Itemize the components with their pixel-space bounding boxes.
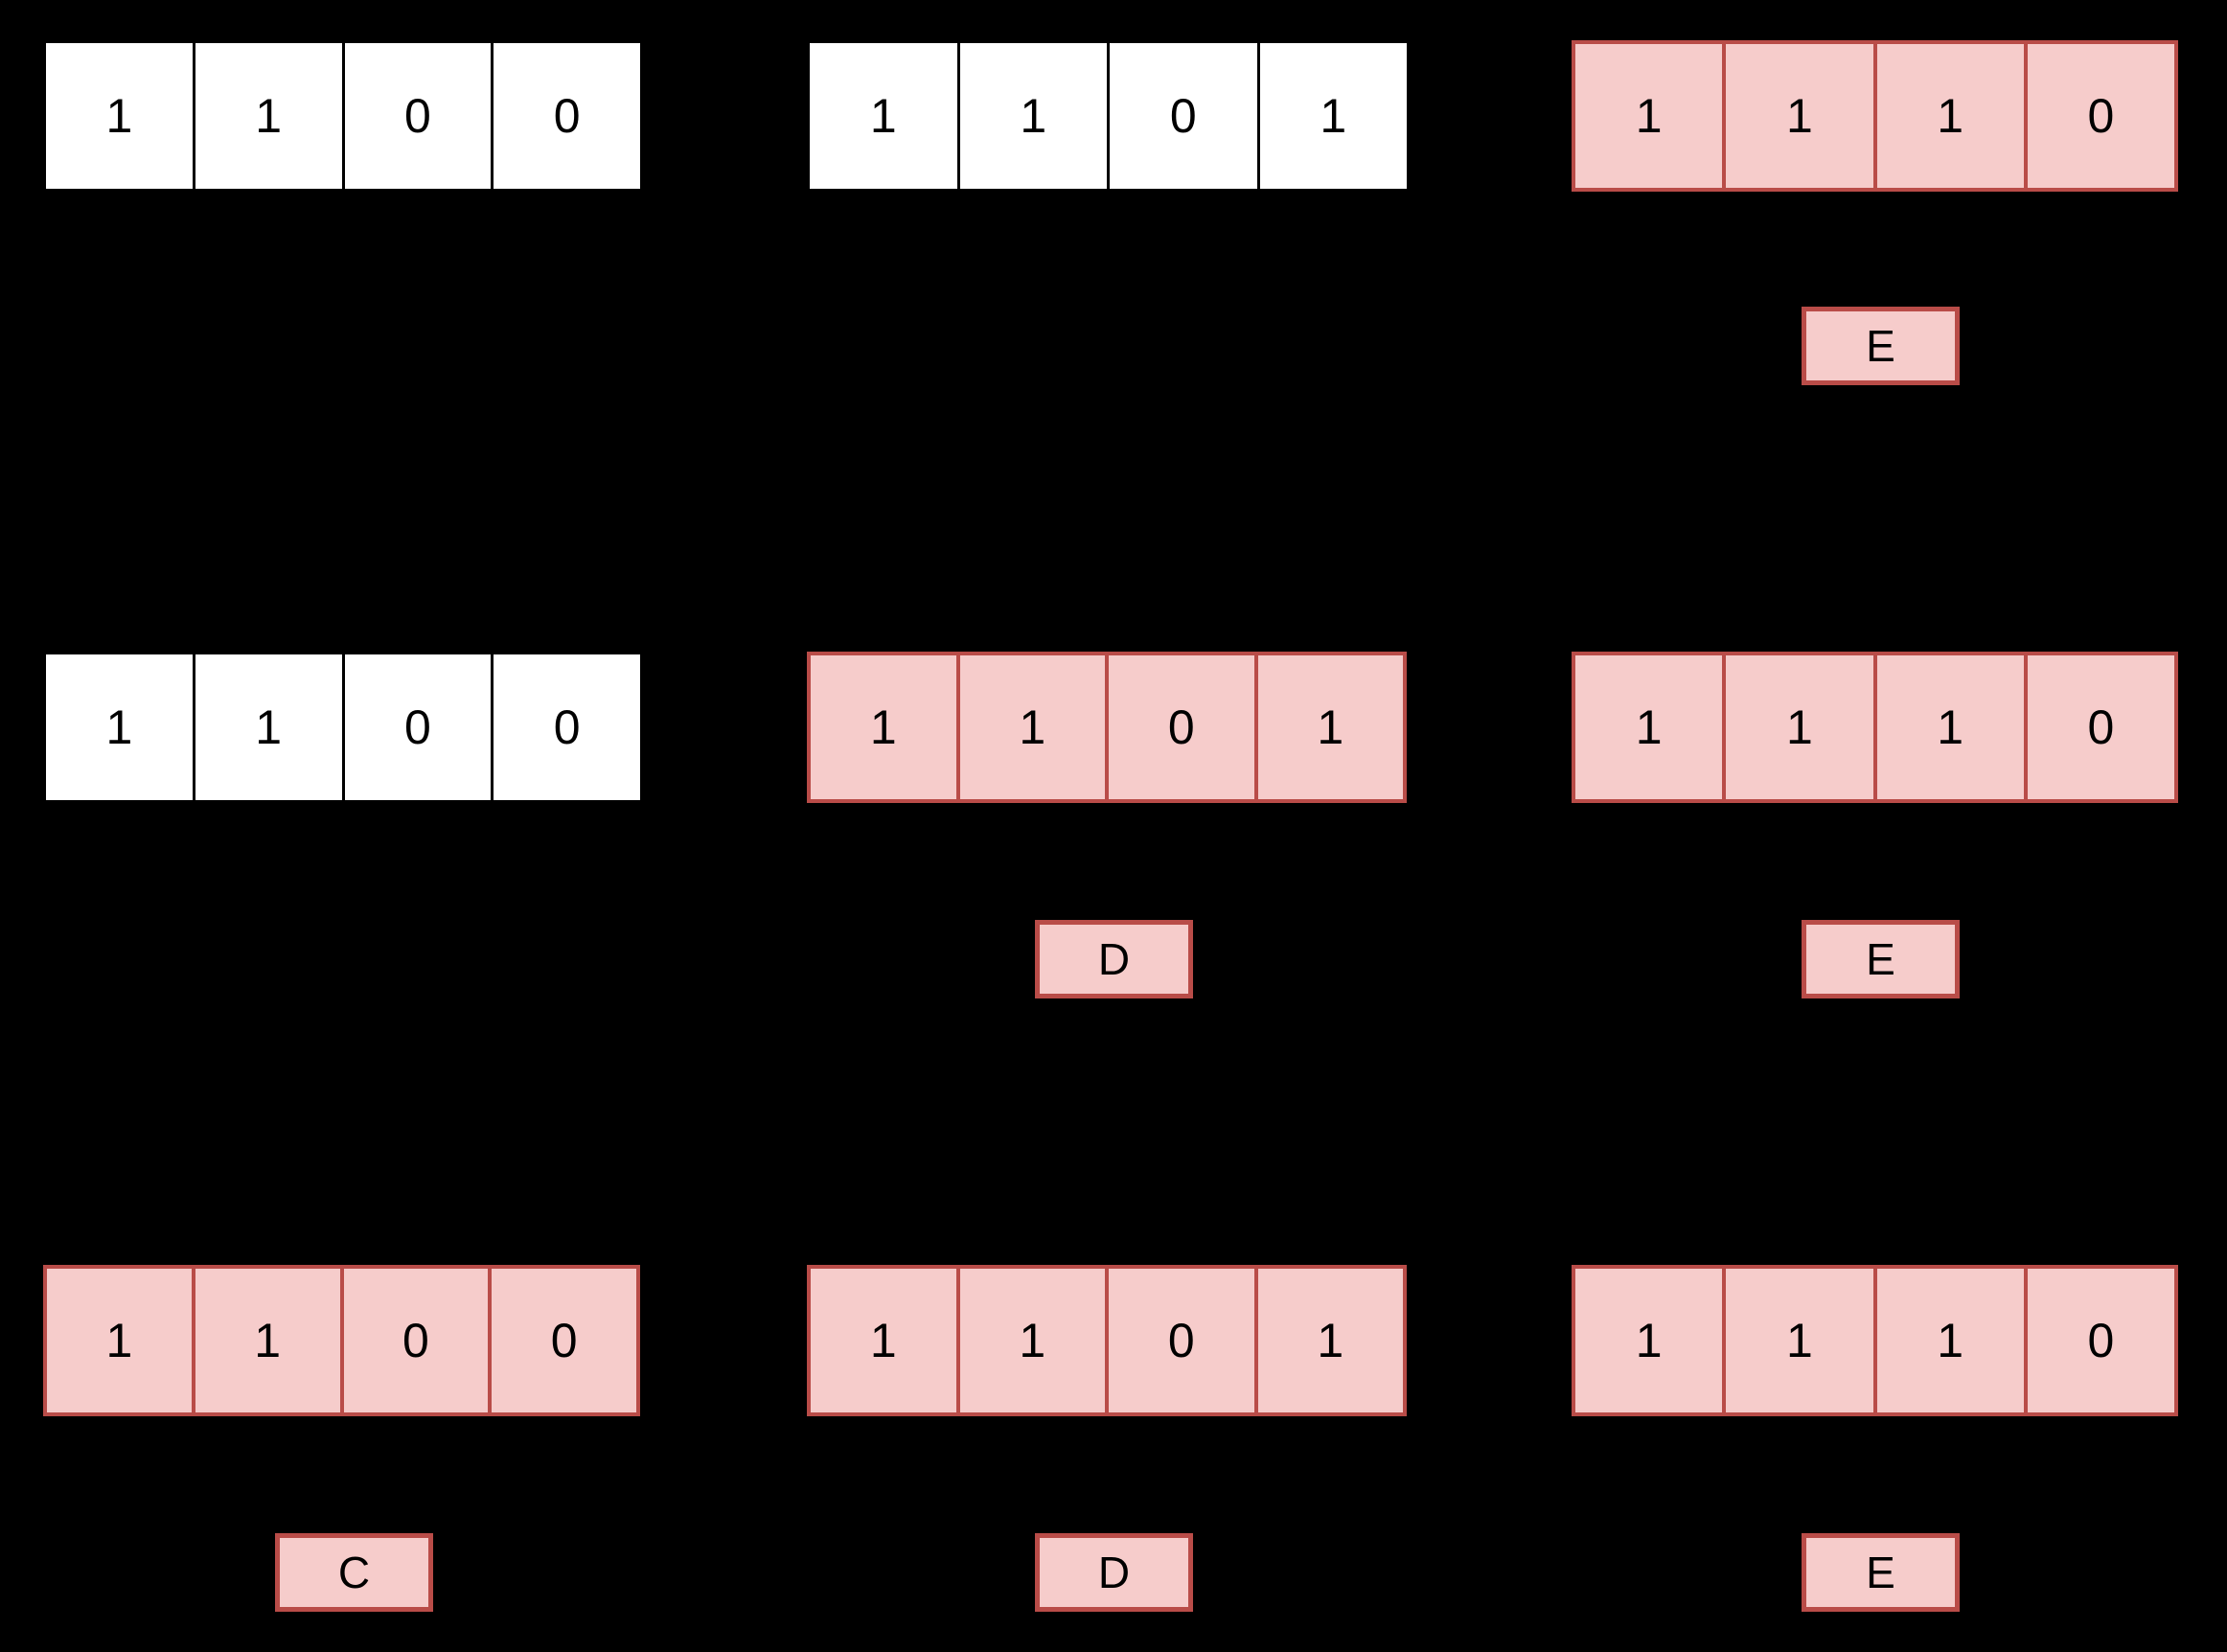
array-cell: 1: [1872, 652, 2028, 803]
array-cell: 0: [488, 1265, 640, 1416]
array-cell: 1: [1253, 652, 1407, 803]
array-label-lbl-r1c3: E: [1802, 307, 1960, 385]
array-cell: 0: [341, 40, 494, 192]
array-cell: 0: [339, 1265, 493, 1416]
array-cell: 1: [1722, 652, 1877, 803]
array-cell: 0: [491, 652, 643, 803]
array-cell: 1: [43, 40, 195, 192]
array-cell: 1: [1872, 40, 2028, 192]
array-cell: 0: [1107, 40, 1260, 192]
array-cell: 1: [955, 652, 1109, 803]
array-label-lbl-r2c3: E: [1802, 920, 1960, 998]
array-cell: 0: [2023, 40, 2178, 192]
array-cell: 0: [1105, 1265, 1258, 1416]
array-cell: 1: [807, 1265, 960, 1416]
array-label-lbl-r3c2: D: [1035, 1533, 1193, 1612]
array-cell: 0: [341, 652, 494, 803]
array-cell: 1: [1722, 1265, 1877, 1416]
array-cell: 1: [955, 1265, 1109, 1416]
array-cell: 1: [43, 1265, 195, 1416]
array-cell: 1: [1872, 1265, 2028, 1416]
array-cell: 1: [1256, 40, 1410, 192]
array-cell: 1: [807, 40, 960, 192]
array-cell: 1: [807, 652, 960, 803]
array-cell: 1: [1572, 40, 1727, 192]
array-cell: 1: [1722, 40, 1877, 192]
array-cell: 1: [192, 652, 345, 803]
array-cell: 1: [192, 40, 345, 192]
array-cell: 1: [1572, 652, 1727, 803]
array-label-lbl-r3c3: E: [1802, 1533, 1960, 1612]
array-cell: 0: [2023, 652, 2178, 803]
array-cell: 0: [1105, 652, 1258, 803]
array-cell: 1: [1253, 1265, 1407, 1416]
array-label-lbl-r3c1: C: [275, 1533, 433, 1612]
array-cell: 0: [491, 40, 643, 192]
array-cell: 1: [956, 40, 1110, 192]
array-cell: 1: [43, 652, 195, 803]
array-cell: 0: [2023, 1265, 2178, 1416]
array-label-lbl-r2c2: D: [1035, 920, 1193, 998]
array-cell: 1: [191, 1265, 344, 1416]
array-cell: 1: [1572, 1265, 1727, 1416]
